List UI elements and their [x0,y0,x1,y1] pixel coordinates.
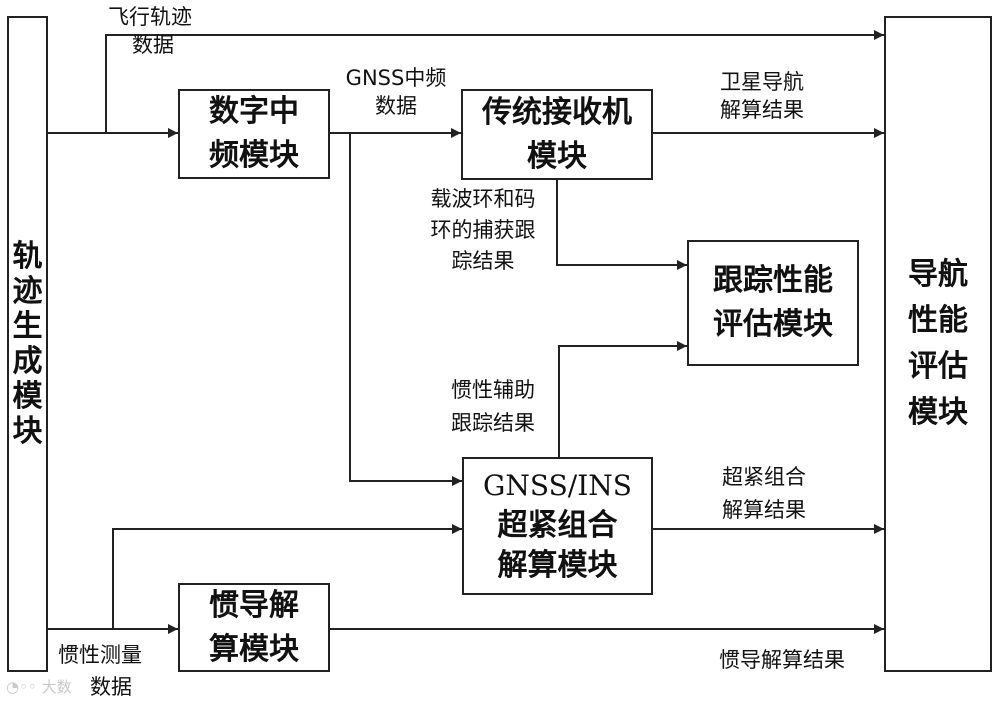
flight-data-label: 飞行轨迹 数据 [108,3,192,59]
trajectory-char: 轨 [12,239,43,274]
sat-nav-line: 解算结果 [720,98,804,122]
receiver-line: 模块 [527,138,587,174]
loop-results-line: 载波环和码 [430,187,536,211]
inertial-aided-label: 惯性辅助 跟踪结果 [434,374,552,440]
ins-result-label: 惯导解算结果 [719,648,845,672]
ultra-tight-result-label: 超紧组合 解算结果 [694,461,834,527]
digital-if-module: 数字中 频模块 [178,89,330,179]
trajectory-char: 块 [12,414,43,449]
navigation-performance-module: 导航 性能 评估 模块 [884,16,992,672]
inertial-meas-line: 惯性测量 [58,643,142,667]
traditional-receiver-module: 传统接收机 模块 [461,89,653,180]
gnss-ins-module: GNSS/INS 超紧组合 解算模块 [462,457,653,595]
digital-if-line: 频模块 [209,138,299,173]
arrow-flight-data [105,30,884,133]
gnss-if-data-label: GNSS中频 数据 [335,64,457,120]
ins-solver-line: 算模块 [209,631,299,667]
arrow-meas-to-gnss-ins [112,524,462,629]
watermark: ◔◦◦ 大数 [6,676,72,697]
trajectory-char: 迹 [12,274,43,309]
tracking-eval-line: 跟踪性能 [713,263,833,298]
arrow-loop-results [556,180,687,270]
flight-data-line: 数据 [132,33,174,57]
ultra-tight-line: 超紧组合 [722,465,806,489]
tracking-eval-line: 评估模块 [713,307,833,342]
arrow-inertial-aided [558,341,687,457]
gnss-if-line: 数据 [375,94,417,118]
trajectory-char: 模 [12,379,43,414]
nav-eval-line: 性能 [908,303,968,338]
ultra-tight-line: 解算结果 [722,498,806,522]
inertial-aided-line: 惯性辅助 [451,378,535,402]
receiver-line: 传统接收机 [482,94,632,130]
nav-eval-line: 评估 [908,349,968,384]
tracking-performance-module: 跟踪性能 评估模块 [687,240,859,366]
watermark-icon: ◔◦◦ [6,678,42,696]
inertial-meas-label: 惯性测量 数据 [58,639,142,703]
ins-solver-line: 惯导解 [209,587,299,623]
trajectory-char: 生 [12,309,43,344]
trajectory-generation-module: 轨 迹 生 成 模 块 [7,16,48,672]
gnss-ins-line: 超紧组合 [497,508,618,543]
trajectory-char: 成 [12,344,43,379]
loop-results-line: 踪结果 [451,249,515,273]
gnss-ins-line: GNSS/INS [483,469,632,502]
flight-data-line: 飞行轨迹 [108,5,192,29]
arrow-if-to-gnss-ins [349,133,462,486]
digital-if-line: 数字中 [209,94,299,129]
inertial-meas-line: 数据 [90,675,132,699]
sat-nav-line: 卫星导航 [720,70,804,94]
ins-solver-module: 惯导解 算模块 [178,583,330,672]
gnss-if-line: GNSS中频 [345,66,447,90]
watermark-text: 大数 [41,678,72,696]
nav-eval-line: 导航 [908,257,968,292]
loop-results-line: 环的捕获跟 [430,218,536,242]
sat-nav-result-label: 卫星导航 解算结果 [690,68,834,124]
nav-eval-line: 模块 [908,395,968,430]
loop-results-label: 载波环和码 环的捕获跟 踪结果 [413,184,553,277]
inertial-aided-line: 跟踪结果 [451,411,535,435]
gnss-ins-line: 解算模块 [497,548,618,583]
